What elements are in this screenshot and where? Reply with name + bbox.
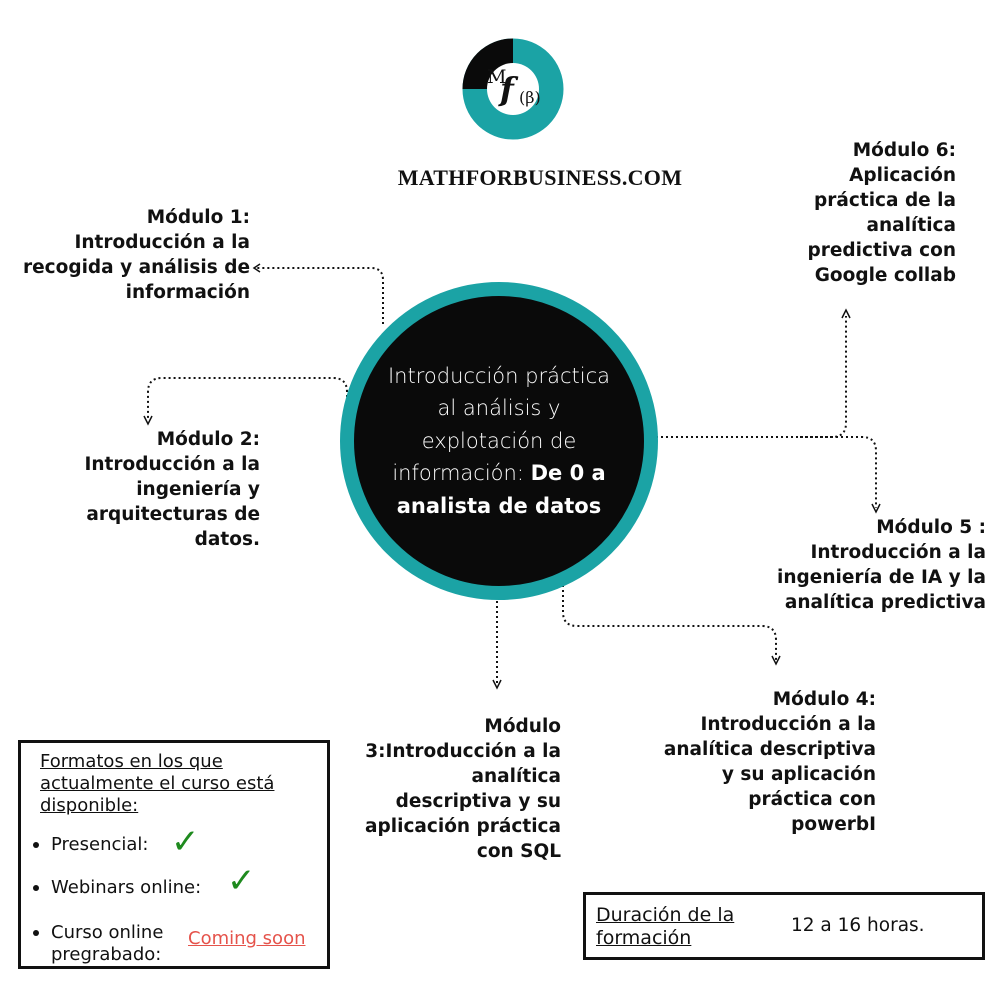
module-4-description: Introducción a la analítica descriptiva … <box>663 714 876 835</box>
format-item-pregrabado: Curso online pregrabado: <box>33 922 186 966</box>
logo-beta: (β) <box>519 88 541 107</box>
site-name: MATHFORBUSINESS.COM <box>397 165 683 190</box>
module-2-description: Introducción a la ingeniería y arquitect… <box>84 454 261 550</box>
formats-box: Formatos en los que actualmente el curso… <box>18 740 330 969</box>
duration-label: Duración de la formación <box>596 904 735 949</box>
format-label: Webinars online: <box>51 877 202 898</box>
hub-text-bold: De 0 a analista de datos <box>396 461 606 518</box>
formats-title: Formatos en los que actualmente el curso… <box>40 751 275 816</box>
bullet <box>33 885 39 891</box>
module-6-title: Módulo 6: <box>852 140 956 161</box>
module-4: Módulo 4: Introducción a la analítica de… <box>660 687 876 837</box>
arrow-module-3 <box>492 679 502 690</box>
module-2-title: Módulo 2: <box>156 429 260 450</box>
course-hub-circle: Introducción práctica al análisis y expl… <box>340 282 658 600</box>
module-6: Módulo 6: Aplicación práctica de la anal… <box>780 138 956 288</box>
format-label: Curso online pregrabado: <box>51 922 164 965</box>
arrow-module-6 <box>841 308 851 319</box>
module-3-title: Módulo 3: <box>365 716 561 762</box>
module-1-title: Módulo 1: <box>146 207 250 228</box>
format-item-presencial: Presencial: <box>33 834 148 856</box>
check-icon: ✓ <box>171 822 200 862</box>
connector-module-4 <box>562 580 777 660</box>
bullet <box>33 930 39 936</box>
module-4-title: Módulo 4: <box>772 689 876 710</box>
hub-text-light: Introducción práctica al análisis y expl… <box>387 363 611 486</box>
module-1-description: Introducción a la recogida y análisis de… <box>22 232 250 303</box>
duration-box: Duración de la formación 12 a 16 horas. <box>583 892 985 960</box>
duration-value: 12 a 16 horas. <box>791 915 925 936</box>
module-5-title: Módulo 5 : <box>876 517 986 538</box>
connector-module-1 <box>255 267 384 324</box>
module-1: Módulo 1: Introducción a la recogida y a… <box>20 205 250 305</box>
module-6-description: Aplicación práctica de la analítica pred… <box>807 165 956 286</box>
hub-text: Introducción práctica al análisis y expl… <box>383 360 615 523</box>
coming-soon-label: Coming soon <box>188 928 306 949</box>
check-icon: ✓ <box>227 861 256 901</box>
connector-module-5 <box>656 436 877 508</box>
format-item-webinars: Webinars online: <box>33 877 201 899</box>
module-3-description: Introducción a la analítica descriptiva … <box>365 741 561 862</box>
brand-logo <box>462 38 564 140</box>
format-label: Presencial: <box>51 834 149 855</box>
module-2: Módulo 2: Introducción a la ingeniería y… <box>40 427 261 552</box>
arrow-module-4 <box>771 655 781 666</box>
arrow-module-2 <box>143 415 153 426</box>
module-5-description: Introducción a la ingeniería de IA y la … <box>777 542 986 613</box>
logo-letter-f: f <box>500 70 514 108</box>
module-3: Módulo 3:Introducción a la analítica des… <box>355 714 561 864</box>
connector-module-2 <box>147 377 348 432</box>
connector-module-6 <box>800 316 847 438</box>
module-5: Módulo 5 : Introducción a la ingeniería … <box>770 515 986 615</box>
bullet <box>33 842 39 848</box>
arrow-module-5 <box>871 503 881 514</box>
arrow-module-1 <box>252 263 261 273</box>
logo-letter-m: M <box>487 66 507 88</box>
module-3-text: Módulo 3:Introducción a la analítica des… <box>355 714 561 864</box>
